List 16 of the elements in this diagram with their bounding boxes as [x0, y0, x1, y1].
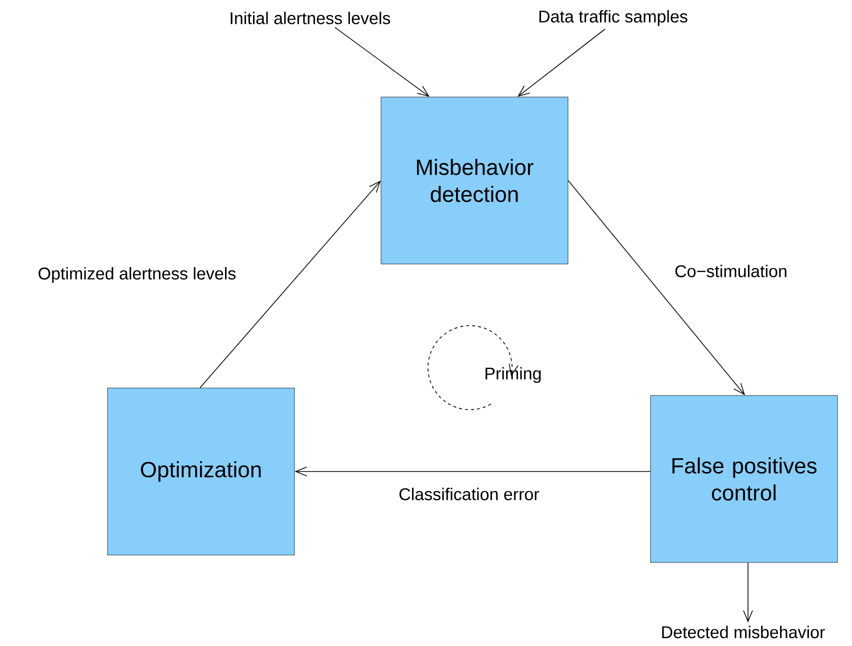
arrow: [518, 28, 606, 97]
process-box: Misbehavior detection: [380, 96, 568, 264]
arrow: [334, 27, 430, 97]
process-box: Optimization: [107, 388, 295, 556]
input-label: Initial alertness levels: [230, 12, 390, 24]
arrow: [200, 180, 381, 388]
edge-label: Co−stimulation: [672, 262, 790, 280]
cycle-label: Priming: [486, 367, 541, 383]
input-label: Data traffic samples: [539, 10, 688, 26]
process-box: False positives control: [650, 395, 838, 563]
arrow: [568, 180, 745, 396]
edge-label: Classification error: [396, 486, 542, 502]
edge-label: Optimized alertness levels: [36, 265, 238, 285]
arrow: [294, 466, 651, 476]
arrow: [743, 562, 753, 623]
input-label: Detected misbehavior: [662, 626, 825, 638]
